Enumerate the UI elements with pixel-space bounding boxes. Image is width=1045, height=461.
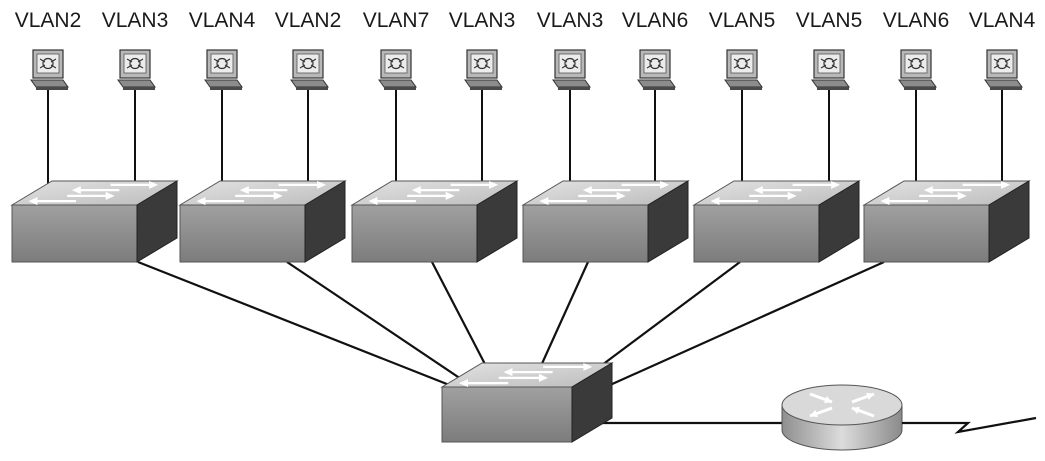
access-switch-6 bbox=[862, 180, 1031, 263]
access-switch-5 bbox=[692, 180, 861, 263]
workstation-6: VLAN3 bbox=[449, 9, 516, 90]
workstation-2: VLAN3 bbox=[102, 9, 169, 90]
vlan-label: VLAN3 bbox=[537, 9, 604, 32]
vlan-label: VLAN2 bbox=[275, 9, 342, 32]
workstation-9: VLAN5 bbox=[709, 9, 776, 90]
vlan-label: VLAN4 bbox=[969, 9, 1036, 32]
vlan-label: VLAN7 bbox=[363, 9, 430, 32]
trunk-link bbox=[597, 261, 741, 369]
workstation-icon bbox=[378, 49, 417, 90]
switch-arrows-icon bbox=[880, 180, 1011, 206]
vlan-label: VLAN4 bbox=[189, 9, 256, 32]
trunk-link bbox=[609, 260, 885, 387]
vlan-label: VLAN3 bbox=[102, 9, 169, 32]
access-switch-4 bbox=[521, 180, 690, 263]
workstation-10: VLAN5 bbox=[796, 9, 863, 90]
trunk-link bbox=[286, 261, 471, 386]
workstation-icon bbox=[30, 49, 69, 90]
workstation-icon bbox=[811, 49, 850, 90]
workstation-icon bbox=[724, 49, 763, 90]
switch-arrows-icon bbox=[28, 180, 159, 206]
switch-arrows-icon bbox=[459, 362, 593, 388]
core-switch bbox=[440, 362, 614, 443]
router-icon bbox=[781, 384, 903, 451]
workstation-5: VLAN7 bbox=[363, 9, 430, 90]
workstation-8: VLAN6 bbox=[622, 9, 689, 90]
vlan-label: VLAN5 bbox=[709, 9, 776, 32]
router-arrows-icon bbox=[809, 392, 875, 418]
workstation-icon bbox=[204, 49, 243, 90]
workstation-11: VLAN6 bbox=[883, 9, 950, 90]
workstation-1: VLAN2 bbox=[15, 9, 82, 90]
workstation-icon bbox=[464, 49, 503, 90]
workstation-icon bbox=[637, 49, 676, 90]
trunk-link bbox=[137, 260, 463, 392]
switch-arrows-icon bbox=[539, 180, 670, 206]
vlan-label: VLAN6 bbox=[883, 9, 950, 32]
access-switch-2 bbox=[178, 180, 347, 263]
workstation-icon bbox=[117, 49, 156, 90]
workstation-4: VLAN2 bbox=[275, 9, 342, 90]
vlan-label: VLAN2 bbox=[15, 9, 82, 32]
core-devices bbox=[440, 362, 1037, 451]
vlan-label: VLAN3 bbox=[449, 9, 516, 32]
vlan-label: VLAN6 bbox=[622, 9, 689, 32]
workstation-icon bbox=[552, 49, 591, 90]
switch-arrows-icon bbox=[368, 180, 499, 206]
switch-arrows-icon bbox=[710, 180, 841, 206]
switch-arrows-icon bbox=[196, 180, 327, 206]
workstation-icon bbox=[290, 49, 329, 90]
serial-link-icon bbox=[902, 416, 1037, 434]
workstation-icon bbox=[898, 49, 937, 90]
workstation-3: VLAN4 bbox=[189, 9, 256, 90]
trunk-link bbox=[431, 261, 488, 369]
workstation-row: VLAN2 VLAN3 VLAN4 VLAN2 VLAN7 VLAN3 VLAN3 VLAN6… bbox=[15, 9, 1036, 90]
trunk-link bbox=[538, 261, 590, 369]
access-switch-row bbox=[10, 180, 1031, 263]
access-switch-1 bbox=[10, 180, 179, 263]
workstation-icon bbox=[984, 49, 1023, 90]
access-switch-3 bbox=[350, 180, 519, 263]
workstation-7: VLAN3 bbox=[537, 9, 604, 90]
vlan-label: VLAN5 bbox=[796, 9, 863, 32]
workstation-12: VLAN4 bbox=[969, 9, 1036, 90]
network-links bbox=[47, 90, 1003, 425]
